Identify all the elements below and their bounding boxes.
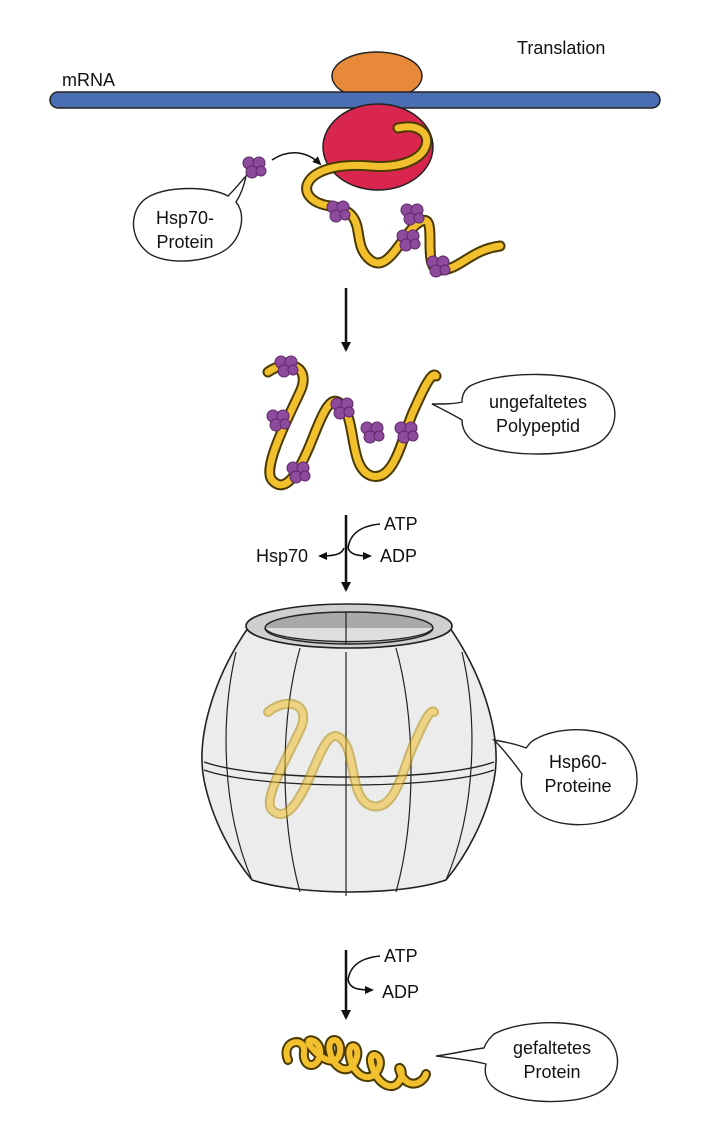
translation-section: Translation mRNA Hsp70- Protein xyxy=(49,38,661,278)
hsp70-protein-label-line2: Protein xyxy=(156,232,213,252)
folded-protein xyxy=(281,1035,431,1092)
hsp70-bound-icon xyxy=(286,461,311,484)
unfolded-label-line2: Polypeptid xyxy=(496,416,580,436)
adp-label-2: ADP xyxy=(382,982,419,1002)
folded-label-line1: gefaltetes xyxy=(513,1038,591,1058)
atp-label-1: ATP xyxy=(384,514,418,534)
hsp70-out-arrow xyxy=(318,547,345,560)
hsp70-bound-icon xyxy=(330,397,355,420)
hsp70-bound-icon xyxy=(394,421,419,444)
hsp60-callout-bubble xyxy=(491,729,638,826)
enclosed-polypeptide xyxy=(263,698,439,820)
translation-label: Translation xyxy=(517,38,605,58)
adp-out-arrow-1 xyxy=(347,547,372,560)
hsp70-bound-icon xyxy=(360,421,385,444)
folded-callout-bubble xyxy=(435,1022,619,1103)
atp-in-arrow-1 xyxy=(347,523,381,549)
folding-step: ATP ADP xyxy=(341,946,419,1020)
hsp60-label-line1: Hsp60- xyxy=(549,752,607,772)
hsp70-bound-icon xyxy=(266,409,291,432)
hsp70-bound-icon xyxy=(400,203,425,226)
hsp60-chaperonin: Hsp60- Proteine xyxy=(201,603,638,896)
hsp70-protein-label-line1: Hsp70- xyxy=(156,208,214,228)
adp-out-arrow-2 xyxy=(347,979,374,994)
hsp70-bound-icon xyxy=(396,229,421,252)
unfolded-callout-bubble xyxy=(431,373,616,455)
hsp70-bound-icon xyxy=(274,355,299,378)
folded-protein-section: gefaltetes Protein xyxy=(281,1022,619,1103)
chaperonin-inner-wall xyxy=(264,627,434,643)
hsp70-release-step: ATP ADP Hsp70 xyxy=(256,514,418,592)
adp-label-1: ADP xyxy=(380,546,417,566)
ribosome-large-subunit xyxy=(322,103,434,191)
hsp60-label-line2: Proteine xyxy=(544,776,611,796)
folded-label-line2: Protein xyxy=(523,1062,580,1082)
atp-in-arrow-2 xyxy=(347,955,381,981)
hsp70-bound-icon xyxy=(326,200,351,223)
atp-label-2: ATP xyxy=(384,946,418,966)
unfolded-polypeptide-section: ungefaltetes Polypeptid xyxy=(262,355,616,491)
hsp70-callout-bubble xyxy=(132,173,248,262)
mrna-strand xyxy=(49,91,661,109)
unfolded-label-line1: ungefaltetes xyxy=(489,392,587,412)
mrna-label: mRNA xyxy=(62,70,115,90)
hsp70-binding-arrow xyxy=(271,152,322,166)
hsp70-bound-icon xyxy=(426,255,451,278)
hsp70-released-label: Hsp70 xyxy=(256,546,308,566)
